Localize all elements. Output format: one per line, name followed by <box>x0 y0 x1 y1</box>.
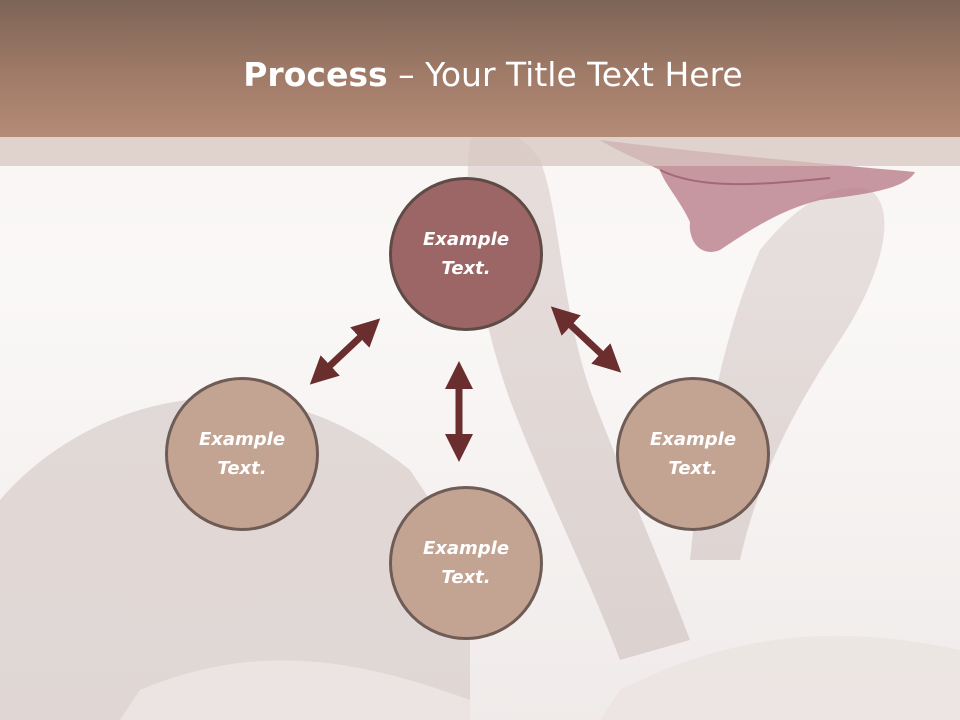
title-bar <box>0 0 960 137</box>
slide-title: Process – Your Title Text Here <box>0 52 960 98</box>
node-label: Example Text. <box>198 429 286 479</box>
process-node-right: Example Text. <box>616 377 770 531</box>
node-label: Example Text. <box>422 229 510 279</box>
node-label: Example Text. <box>649 429 737 479</box>
double-arrow-icon <box>550 306 622 373</box>
node-label: Example Text. <box>422 538 510 588</box>
process-node-left: Example Text. <box>165 377 319 531</box>
slide-title-rest: – Your Title Text Here <box>387 55 743 94</box>
slide-title-bold: Process <box>243 55 388 94</box>
process-node-top: Example Text. <box>389 177 543 331</box>
double-arrow-icon <box>309 318 381 385</box>
process-node-bottom: Example Text. <box>389 486 543 640</box>
title-underline-strip <box>0 137 960 166</box>
